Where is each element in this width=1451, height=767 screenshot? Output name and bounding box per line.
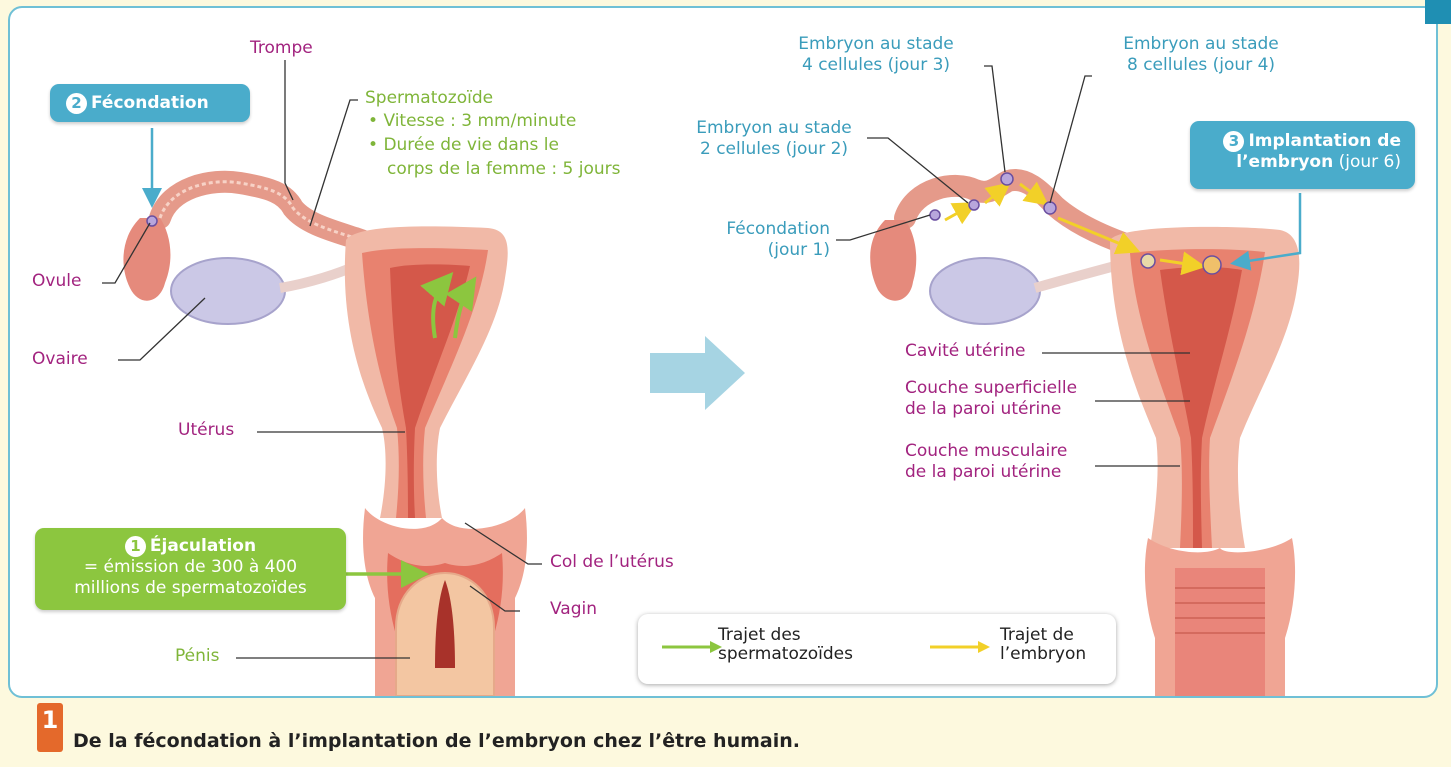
embryo-day1 bbox=[930, 210, 940, 220]
transition-arrow bbox=[650, 336, 745, 410]
embryo-blastocyst bbox=[1141, 254, 1155, 268]
label-sperm-life: • Durée de vie dans le bbox=[368, 135, 559, 156]
label-penis: Pénis bbox=[175, 646, 219, 667]
figure-frame: Trompe Spermatozoïde • Vitesse : 3 mm/mi… bbox=[8, 6, 1438, 698]
caption-text: De la fécondation à l’implantation de l’… bbox=[73, 730, 800, 752]
label-cavite: Cavité utérine bbox=[905, 341, 1025, 362]
embryo-implanted bbox=[1203, 256, 1221, 274]
embryo-day3 bbox=[1001, 173, 1013, 185]
label-sperm-speed: • Vitesse : 3 mm/minute bbox=[368, 111, 576, 132]
legend-embryo-arrow bbox=[928, 639, 994, 655]
label-uterus: Utérus bbox=[178, 420, 234, 441]
legend-sperm-arrow bbox=[660, 639, 726, 655]
corner-tab bbox=[1425, 0, 1451, 24]
label-ovaire: Ovaire bbox=[32, 349, 88, 370]
embryo-day4 bbox=[1044, 202, 1056, 214]
embryo-day2 bbox=[969, 200, 979, 210]
label-fecondation-day1: Fécondation(jour 1) bbox=[690, 219, 830, 261]
label-sperm-life-2: corps de la femme : 5 jours bbox=[387, 159, 621, 180]
label-ovule: Ovule bbox=[32, 271, 81, 292]
label-col: Col de l’utérus bbox=[550, 552, 674, 573]
label-trompe: Trompe bbox=[250, 38, 313, 59]
caption-number: 1 bbox=[37, 703, 63, 752]
label-spermatozoide: Spermatozoïde bbox=[365, 88, 493, 109]
label-vagin: Vagin bbox=[550, 599, 597, 620]
